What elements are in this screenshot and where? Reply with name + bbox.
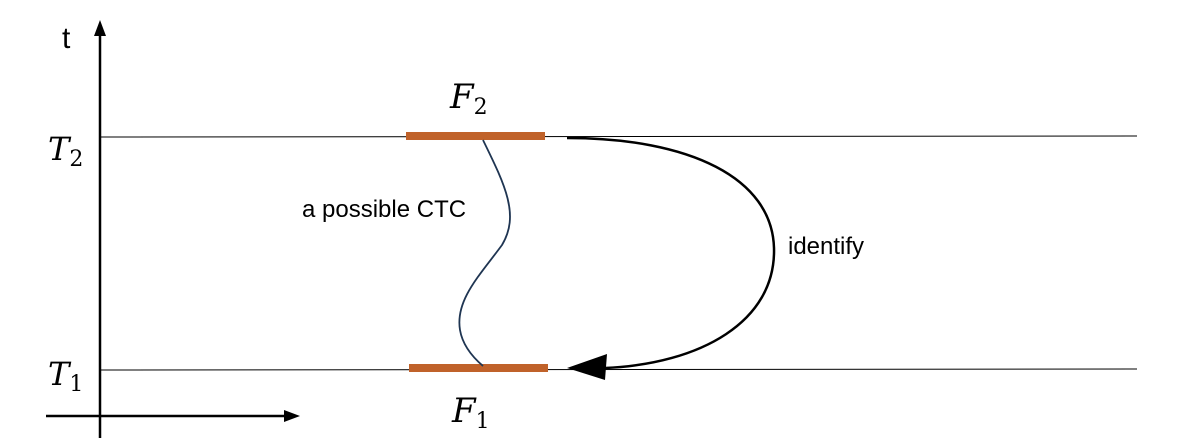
- t2-slice-line: [99, 135, 1138, 138]
- identify-label: identify: [788, 233, 864, 260]
- t1-label: T1: [48, 355, 83, 397]
- t-axis-label: t: [62, 22, 71, 55]
- x-axis-arrowhead: [284, 410, 300, 422]
- ctc-curve: [458, 139, 511, 367]
- t1-slice-line: [99, 368, 1138, 371]
- identify-arrowhead: [567, 354, 607, 380]
- identify-arc: [566, 136, 776, 370]
- f2-label: F2: [449, 77, 488, 120]
- t-axis-arrowhead: [94, 20, 106, 36]
- f1-label: F1: [451, 391, 490, 434]
- t2-label: T2: [48, 130, 83, 172]
- ctc-label: a possible CTC: [302, 196, 466, 223]
- surface-f1: [409, 364, 548, 372]
- surface-f2: [406, 132, 545, 140]
